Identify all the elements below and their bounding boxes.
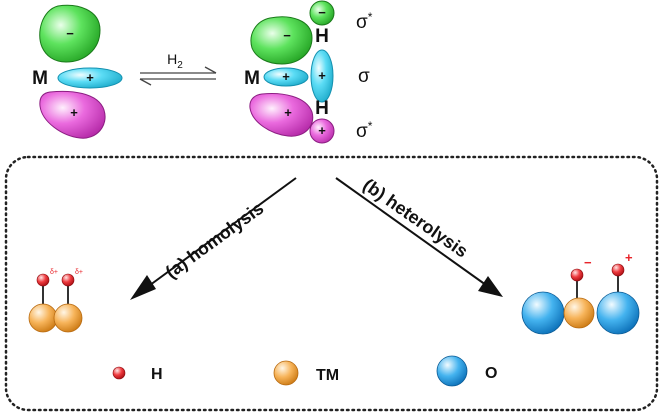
legend: H TM O [112, 355, 497, 387]
top-lobe-sign: − [66, 26, 74, 41]
h-bottom-orbital [309, 118, 335, 144]
top-lobe-sign-complex: − [283, 28, 291, 43]
legend-h-label: H [151, 366, 163, 383]
homolysis-arrow-shaft [145, 177, 297, 289]
bottom-lobe-sign: + [70, 105, 78, 120]
h-right-partial-charge: δ+ [75, 269, 83, 276]
h2-subscript: 2 [177, 60, 183, 71]
metal-orbital-sign-complex: + [282, 69, 290, 84]
legend-o-swatch [436, 355, 468, 387]
legend-o-label: O [485, 365, 497, 382]
sigma-complex: − − + + H H + + M σ* σ σ* [244, 0, 373, 144]
legend-h-swatch [112, 366, 126, 380]
h-left-partial-charge: δ+ [50, 269, 58, 276]
proton-charge: + [625, 250, 633, 265]
o-atom-right [596, 291, 640, 335]
heterolysis-label: (b) heterolysis [359, 175, 471, 262]
tm-atom-right [53, 303, 83, 333]
sigma-label: σ [358, 66, 370, 87]
tm-atom-center [563, 297, 595, 329]
hydride-atom [570, 268, 584, 282]
h-top-orbital-sign: − [318, 5, 326, 20]
top-green-lobe-complex [250, 16, 313, 65]
left-metal-label: M [32, 68, 48, 89]
sigma-star-bottom-symbol: σ [356, 121, 368, 142]
o-atom-left [521, 291, 565, 335]
h-top-label: H [315, 26, 329, 47]
sigma-star-top-label: σ* [356, 10, 373, 33]
proton-atom [611, 263, 625, 277]
h-atom-right [61, 273, 75, 287]
heterolysis-arrow-shaft [335, 177, 487, 286]
tm-atom-left [28, 303, 58, 333]
right-metal-label: M [244, 68, 260, 89]
bottom-lobe-sign-complex: + [284, 105, 292, 120]
h2-label: H2 [167, 51, 183, 71]
h2-orbital-sign: + [318, 68, 326, 83]
homolysis-arrow [130, 177, 297, 300]
pathways-panel [4, 155, 659, 412]
h2-symbol: H [167, 51, 177, 67]
homolysis-arrow-head [130, 275, 156, 300]
h-bottom-label: H [315, 98, 329, 119]
legend-tm-label: TM [316, 367, 339, 384]
reverse-arrow-barb [139, 78, 152, 86]
hydride-charge: − [584, 255, 592, 270]
h2-sigma-orbital [310, 49, 334, 103]
metal-orbital-sign: + [86, 70, 94, 85]
bottom-magenta-lobe-complex [249, 93, 314, 137]
sigma-star-top-star: * [368, 10, 373, 24]
h-bottom-orbital-sign: + [318, 123, 326, 138]
sigma-star-bottom-label: σ* [356, 119, 373, 142]
top-green-lobe [39, 4, 101, 63]
metal-orbital-set: − + + M [32, 4, 123, 139]
h-atom-left [36, 273, 50, 287]
metal-cyan-orbital [57, 67, 123, 89]
legend-tm-swatch [273, 360, 299, 386]
heterolysis-product: − + [521, 250, 640, 335]
heterolysis-arrow [335, 177, 503, 297]
equilibrium-arrows: H2 [139, 51, 217, 86]
sigma-star-bottom-star: * [368, 119, 373, 133]
heterolysis-arrow-head [478, 276, 503, 297]
forward-arrow-barb [204, 66, 217, 74]
homolysis-product: δ+ δ+ [28, 269, 83, 333]
metal-cyan-orbital-complex [263, 67, 309, 87]
sigma-star-top-symbol: σ [356, 12, 368, 33]
homolysis-label: (a) homolysis [162, 198, 268, 282]
h-top-orbital [309, 0, 335, 26]
bottom-magenta-lobe [39, 90, 106, 139]
